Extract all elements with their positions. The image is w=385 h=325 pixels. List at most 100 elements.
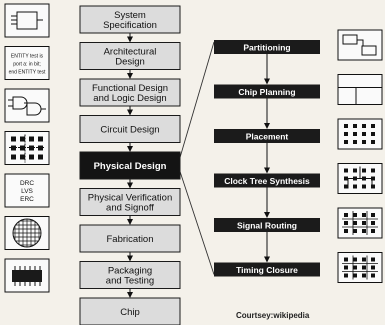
pd-step-label: Timing Closure xyxy=(236,265,298,275)
pd-step-label: Chip Planning xyxy=(238,87,295,97)
cell-mark xyxy=(371,124,375,128)
left-thumb-logic-gates xyxy=(4,88,50,123)
thumb-text: DRC xyxy=(20,180,34,187)
cell-mark xyxy=(371,132,375,136)
cell-mark xyxy=(353,257,357,262)
credit-caption: Courtsey:wikipedia xyxy=(236,311,310,320)
layout-cell xyxy=(20,154,25,160)
fan-line-top xyxy=(179,41,215,158)
pd-step-box xyxy=(214,84,320,99)
thumb-text: ERC xyxy=(20,196,34,203)
pd-step-box xyxy=(214,218,320,232)
flow-step-box xyxy=(79,188,181,216)
pd-step-clock-tree-synthesis: Clock Tree Synthesis xyxy=(214,173,320,188)
cell-mark xyxy=(344,132,348,136)
cell-mark xyxy=(353,221,357,225)
cell-mark xyxy=(353,184,357,189)
layout-cell xyxy=(11,136,16,142)
design-flow-column: SystemSpecificationArchitecturalDesignFu… xyxy=(79,5,181,325)
flow-step-box xyxy=(79,224,181,253)
pd-step-box xyxy=(214,262,320,277)
cell-mark xyxy=(344,124,348,128)
flow-step-label: Chip xyxy=(120,307,140,318)
partition-block xyxy=(361,45,377,56)
cell-mark xyxy=(362,140,366,144)
cell-mark xyxy=(371,273,375,278)
fan-line-bottom xyxy=(179,171,215,275)
routing-wire xyxy=(342,211,378,235)
flow-step-physical-design: Physical Design xyxy=(79,151,181,180)
connectors xyxy=(127,33,270,298)
cell-mark xyxy=(344,265,348,270)
cell-mark xyxy=(371,257,375,262)
cell-mark xyxy=(371,168,375,173)
clock-tree-wire xyxy=(347,166,373,189)
cell-mark xyxy=(353,273,357,278)
layout-cell xyxy=(38,154,43,160)
cell-mark xyxy=(344,221,348,225)
flow-step-box xyxy=(79,78,181,107)
layout-wire xyxy=(9,134,45,163)
flow-step-label: System xyxy=(114,10,146,21)
flow-step-box xyxy=(79,297,181,325)
right-thumb-floorplan-view xyxy=(337,74,383,105)
right-thumb-placement-view xyxy=(337,118,383,150)
cell-mark xyxy=(344,273,348,278)
left-thumb-circuit-layout xyxy=(4,131,50,165)
flow-step-label: Physical Design xyxy=(94,161,167,172)
left-thumb-wafer xyxy=(4,216,50,250)
cell-mark xyxy=(362,221,366,225)
cell-mark xyxy=(371,221,375,225)
cell-mark xyxy=(362,273,366,278)
thumb-frame xyxy=(337,74,383,105)
cell-mark xyxy=(353,132,357,136)
flow-step-box xyxy=(79,261,181,289)
flow-step-label: and Logic Design xyxy=(93,93,166,104)
cell-mark xyxy=(362,265,366,270)
cell-mark xyxy=(353,140,357,144)
pd-step-signal-routing: Signal Routing xyxy=(214,218,320,232)
flow-step-label: Functional Design xyxy=(92,83,168,94)
cell-mark xyxy=(353,124,357,128)
flow-step-box xyxy=(79,115,181,143)
cell-mark xyxy=(362,213,366,217)
flow-step-label: Circuit Design xyxy=(100,125,159,136)
pd-step-label: Clock Tree Synthesis xyxy=(224,176,310,186)
pd-step-partitioning: Partitioning xyxy=(214,40,320,54)
cell-mark xyxy=(371,176,375,181)
thumb-frame xyxy=(4,46,50,80)
right-thumb-timing-view xyxy=(337,252,383,283)
layout-cell xyxy=(29,136,34,142)
flow-step-box xyxy=(79,151,181,180)
left-thumb-system-block xyxy=(4,3,50,38)
layout-cell xyxy=(20,136,25,142)
right-thumb-partition-view xyxy=(337,29,383,61)
ic-body xyxy=(12,270,42,282)
pd-step-chip-planning: Chip Planning xyxy=(214,84,320,99)
cell-mark xyxy=(362,257,366,262)
thumb-text: ENTITY test is xyxy=(11,54,44,60)
left-thumb-ic-package xyxy=(4,258,50,293)
pd-step-box xyxy=(214,40,320,54)
routing-wire xyxy=(342,255,378,280)
cell-mark xyxy=(362,184,366,189)
flow-step-label: and Signoff xyxy=(106,203,154,214)
cell-mark xyxy=(362,229,366,233)
pd-step-label: Placement xyxy=(246,132,289,142)
cell-mark xyxy=(353,229,357,233)
cell-mark xyxy=(344,229,348,233)
flow-step-label: Fabrication xyxy=(107,234,154,245)
cell-mark xyxy=(371,184,375,189)
flow-step-label: Packaging xyxy=(108,266,152,277)
cell-mark xyxy=(362,168,366,173)
cell-mark xyxy=(371,140,375,144)
cell-mark xyxy=(344,184,348,189)
